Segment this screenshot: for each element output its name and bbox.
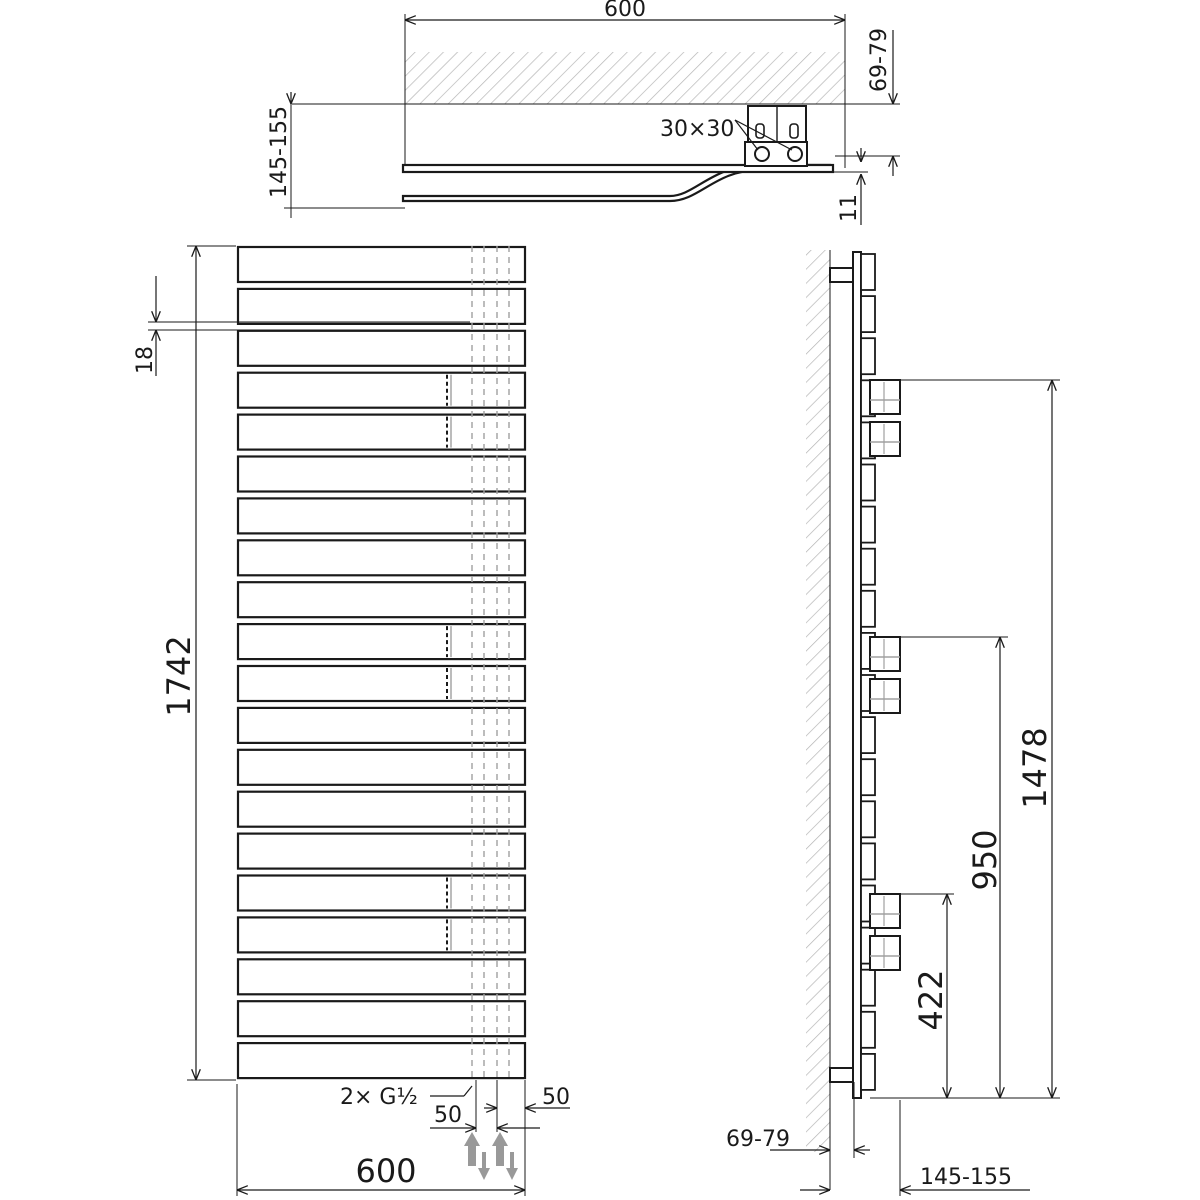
dim-profile-size-label: 30×30 <box>660 117 734 142</box>
radiator-bar <box>236 581 527 619</box>
dim-top-width-label: 600 <box>604 0 646 22</box>
dim-wall-gap-top-label: 69-79 <box>867 28 892 92</box>
radiator-bar <box>236 1041 527 1080</box>
side-rib <box>860 758 876 797</box>
side-profile-body <box>852 251 862 1099</box>
valve-block <box>744 105 808 167</box>
dim-total-height-label: 1742 <box>160 635 198 716</box>
side-rib <box>860 505 876 544</box>
side-rib <box>860 463 876 502</box>
element-mount <box>869 636 901 672</box>
side-rib <box>860 337 876 376</box>
leader-line <box>734 119 759 151</box>
dim-conn-left-label: 50 <box>434 1103 462 1128</box>
radiator-bar <box>236 748 527 786</box>
wall-bracket-bottom <box>829 1067 855 1083</box>
radiator-bar <box>236 874 527 912</box>
dim-bottom-width-label: 600 <box>355 1152 416 1190</box>
side-rib <box>860 800 876 839</box>
element-mount <box>869 893 901 929</box>
side-view: 1478 950 422 69-79 145-155 <box>726 250 1060 1196</box>
radiator-bar <box>236 622 527 661</box>
side-rib <box>860 295 876 334</box>
dim-bar-gap-label: 18 <box>133 346 158 374</box>
dim-projection-top-label: 145-155 <box>267 106 292 198</box>
hidden-collectors <box>471 246 510 1080</box>
front-view: 1742 18 2× G½ 50 50 600 <box>133 245 570 1196</box>
side-rib <box>860 842 876 881</box>
side-rib <box>860 1053 876 1091</box>
radiator-bar <box>236 1000 527 1038</box>
side-rib <box>860 547 876 586</box>
element-mount <box>869 379 901 415</box>
radiator-bar <box>236 706 527 745</box>
radiator-bar <box>236 245 527 284</box>
leader-line <box>734 119 793 151</box>
radiator-bar <box>236 287 527 325</box>
dim-height-1478-label: 1478 <box>1016 727 1054 808</box>
dim-conn-right-label: 50 <box>542 1085 570 1110</box>
side-rib <box>860 968 876 1007</box>
dim-height-422-label: 422 <box>912 969 950 1030</box>
top-view: 600 69-79 145-155 30×30 1 <box>267 0 900 225</box>
radiator-bar <box>236 832 527 870</box>
side-rib <box>860 253 876 291</box>
radiator-bar <box>236 413 527 451</box>
radiator-bar <box>236 539 527 577</box>
radiator-bar <box>236 497 527 535</box>
flow-arrows <box>464 1132 518 1180</box>
wall-bracket-top <box>829 267 855 283</box>
side-rib <box>860 589 876 628</box>
radiator-bar <box>236 916 527 954</box>
radiator-bar <box>236 371 527 409</box>
radiator-bar <box>236 790 527 828</box>
dim-offset-11-label: 11 <box>837 194 862 222</box>
bar-stack <box>236 245 527 1080</box>
dim-wall-gap-bottom-label: 69-79 <box>726 1127 790 1152</box>
dim-height-950-label: 950 <box>966 829 1004 890</box>
element-mount <box>869 421 901 457</box>
connection-label: 2× G½ <box>340 1085 418 1110</box>
element-mount <box>869 678 901 714</box>
dim-projection-bottom-label: 145-155 <box>920 1165 1012 1190</box>
element-mounts <box>869 379 901 971</box>
radiator-bar <box>236 329 527 367</box>
radiator-bar <box>236 958 527 996</box>
wall-hatch-top <box>405 52 845 104</box>
radiator-bar <box>236 664 527 703</box>
leader-line <box>463 1085 473 1097</box>
wall-hatch-side <box>806 250 830 1152</box>
side-rib <box>860 1010 876 1049</box>
radiator-profile-straight <box>401 163 835 174</box>
radiator-bar <box>236 455 527 493</box>
side-rib <box>860 716 876 754</box>
element-mount <box>869 935 901 971</box>
